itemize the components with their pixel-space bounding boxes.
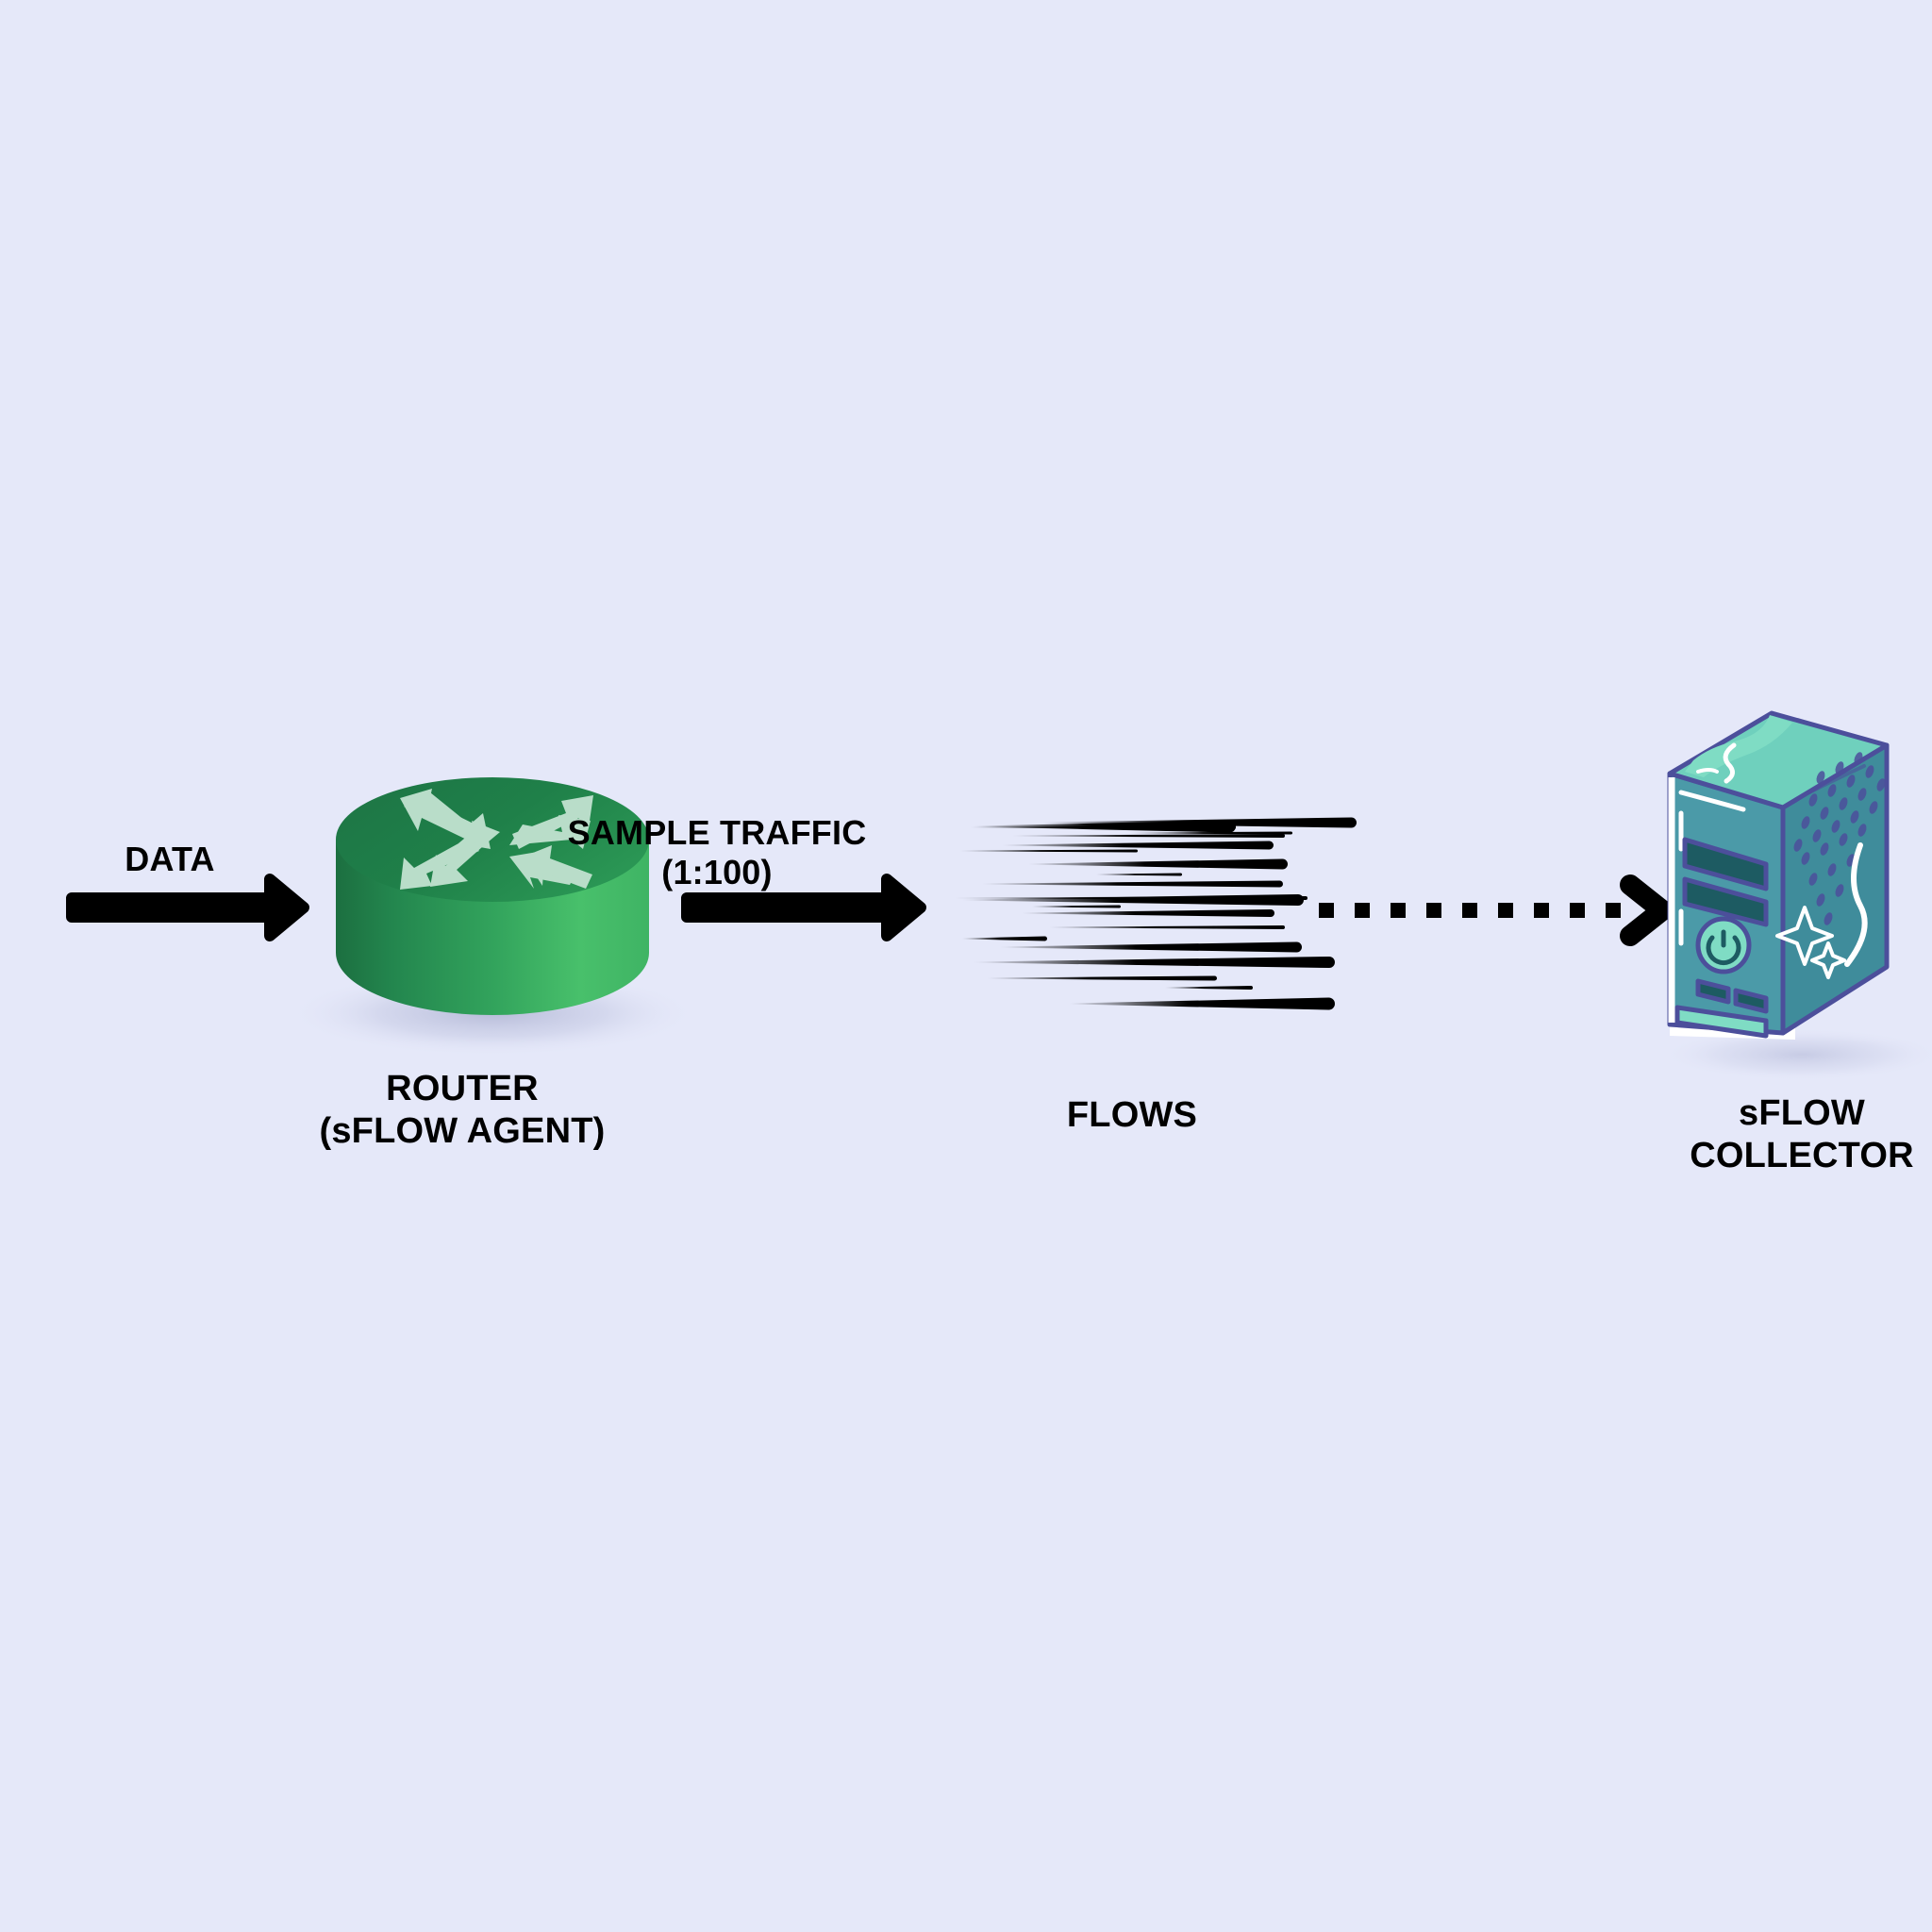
flow-line	[1069, 997, 1336, 1010]
flow-line	[962, 936, 1047, 941]
flow-line	[987, 975, 1217, 981]
collector-label-line1: sFLOW	[1739, 1093, 1865, 1133]
server-vent-grid	[1793, 752, 1886, 925]
collector-label-line2: COLLECTOR	[1690, 1135, 1914, 1175]
router-label-line1: ROUTER	[386, 1069, 539, 1108]
flows-node-label: FLOWS	[962, 1094, 1302, 1137]
flow-line	[1012, 834, 1285, 838]
flow-line	[970, 824, 1236, 830]
flow-line	[982, 880, 1283, 888]
collector-node-label: sFLOW COLLECTOR	[1566, 1092, 1932, 1177]
flows-label-text: FLOWS	[1066, 1095, 1198, 1135]
flow-line	[1000, 941, 1303, 953]
router-shadow	[287, 970, 698, 1057]
data-label-text: DATA	[125, 840, 215, 878]
server-tower-icon	[1667, 710, 1890, 1040]
flow-line	[974, 957, 1335, 968]
flow-line	[974, 820, 1236, 833]
flow-line	[955, 896, 1307, 900]
flow-line	[1042, 817, 1357, 828]
flow-line	[1130, 831, 1292, 835]
flow-line	[1002, 841, 1274, 850]
flow-line	[962, 894, 1304, 906]
flow-line	[1096, 873, 1182, 876]
flow-line	[1032, 905, 1121, 908]
router-label-line2: (sFLOW AGENT)	[319, 1110, 606, 1151]
flow-line	[1049, 925, 1285, 929]
flow-line	[1028, 858, 1288, 870]
flow-line	[1022, 909, 1274, 917]
collector-dotted-arrow-icon	[1319, 874, 1673, 946]
flow-line	[1165, 986, 1253, 990]
sparkle-icon	[1775, 906, 1846, 979]
sample-traffic-line1: SAMPLE TRAFFIC	[567, 813, 867, 852]
sample-traffic-line2: (1:100)	[661, 853, 773, 892]
data-arrow-icon	[66, 874, 309, 941]
flow-line	[960, 849, 1138, 853]
data-connector-label: DATA	[0, 840, 340, 879]
flows-speed-lines-icon	[955, 817, 1357, 1010]
server-shadow	[1660, 1028, 1932, 1081]
router-node-label: ROUTER (sFLOW AGENT)	[189, 1068, 736, 1153]
sample-traffic-connector-label: SAMPLE TRAFFIC (1:100)	[509, 813, 924, 893]
